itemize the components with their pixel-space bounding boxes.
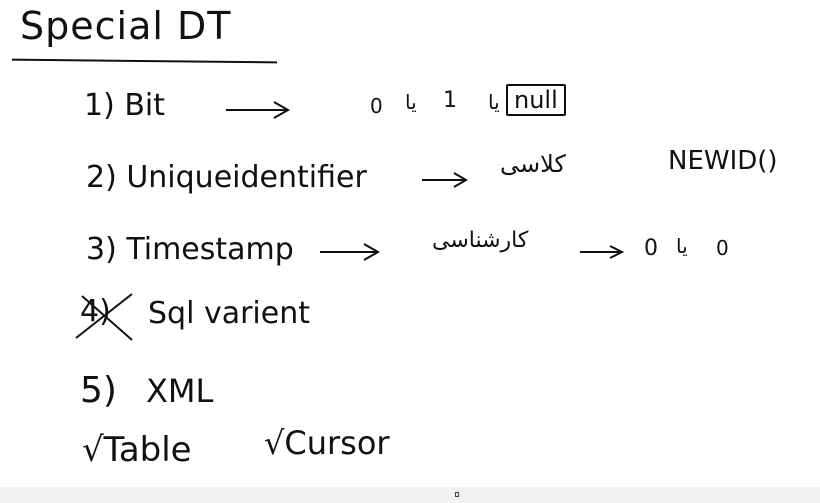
null-box: null xyxy=(506,84,566,116)
item-5-text: XML xyxy=(146,372,214,410)
arrow-right-icon xyxy=(226,101,291,119)
check-cursor: √Cursor xyxy=(264,424,390,462)
arrow-right-icon xyxy=(580,245,625,259)
item-1-connector: یا xyxy=(405,90,417,114)
item-4-text: Sql varient xyxy=(148,296,310,331)
check-icon: √ xyxy=(264,424,285,462)
arrow-right-icon xyxy=(422,172,468,188)
item-2-note: کلاسی xyxy=(500,150,566,178)
item-3-connector: یا xyxy=(676,234,688,258)
title-underline xyxy=(11,58,278,64)
item-1-connector-2: یا xyxy=(488,90,500,114)
bottom-status-bar xyxy=(0,487,820,503)
check-label-table: Table xyxy=(103,430,192,470)
check-table: √Table xyxy=(82,430,192,470)
item-3-label: 3) Timestamp xyxy=(86,232,294,267)
item-5-number: 5) xyxy=(80,370,117,411)
page-title: Special DT xyxy=(20,4,232,48)
item-3-value-a: 0 xyxy=(644,236,658,261)
arrow-right-icon xyxy=(320,243,381,261)
check-label-cursor: Cursor xyxy=(284,424,390,462)
item-1-value-b: 1 xyxy=(443,88,457,113)
page-indicator-icon xyxy=(455,492,459,497)
check-icon: √ xyxy=(82,430,104,470)
cross-out-icon xyxy=(75,293,133,341)
item-1-label: 1) Bit xyxy=(84,88,166,123)
whiteboard-canvas: Special DT 1) Bit 0 یا 1 یا null 2) Uniq… xyxy=(11,4,778,470)
item-2-function: NEWID() xyxy=(668,146,778,176)
item-1-value-a: 0 xyxy=(370,94,383,118)
item-3-value-b: 0 xyxy=(716,236,729,260)
item-2-label: 2) Uniqueidentifier xyxy=(86,160,367,195)
item-3-note: کارشناسی xyxy=(432,228,529,253)
